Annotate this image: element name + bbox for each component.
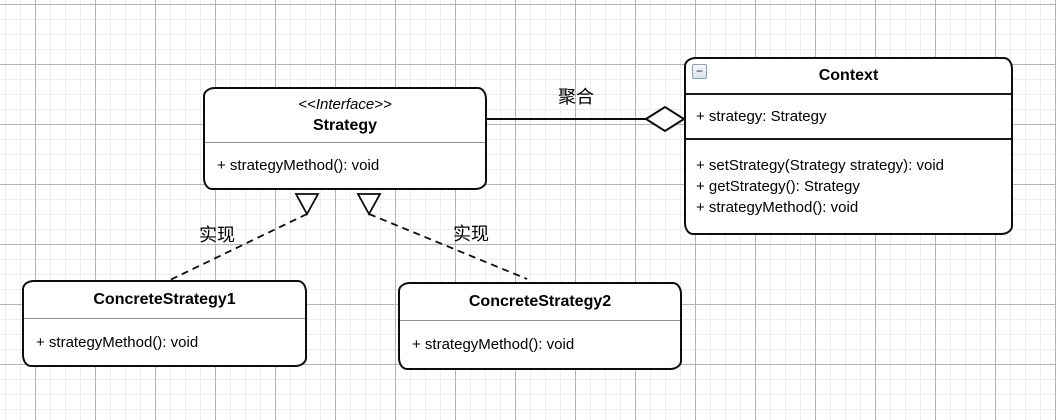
collapse-icon[interactable]: − — [692, 64, 707, 79]
context-class-name: Context — [686, 59, 1011, 93]
class-box-concrete-strategy-1[interactable]: ConcreteStrategy1 + strategyMethod(): vo… — [22, 280, 307, 367]
context-attributes: + strategy: Strategy — [686, 93, 1011, 138]
strategy-stereotype: <<Interface>> — [298, 96, 392, 113]
concrete2-class-name: ConcreteStrategy2 — [400, 284, 680, 320]
realization-line-left[interactable] — [169, 213, 308, 281]
class-title-text: ConcreteStrategy1 — [93, 291, 236, 308]
realization-label-left: 实现 — [199, 225, 235, 245]
strategy-methods: + strategyMethod(): void — [205, 142, 485, 188]
strategy-class-name: Strategy — [312, 117, 378, 134]
realization-triangle-left-icon[interactable] — [294, 193, 320, 216]
method-row: + strategyMethod(): void — [217, 157, 380, 174]
class-box-concrete-strategy-2[interactable]: ConcreteStrategy2 + strategyMethod(): vo… — [398, 282, 682, 370]
concrete1-class-name: ConcreteStrategy1 — [24, 282, 305, 318]
realization-line-right[interactable] — [368, 213, 528, 280]
method-row: + strategyMethod(): void — [696, 199, 859, 216]
aggregation-diamond-icon[interactable] — [644, 105, 686, 133]
class-box-context[interactable]: − Context + strategy: Strategy + setStra… — [684, 57, 1013, 235]
realization-label-right: 实现 — [453, 224, 489, 244]
method-row: + getStrategy(): Strategy — [696, 178, 860, 195]
attribute-row: + strategy: Strategy — [696, 108, 827, 125]
class-title-text: ConcreteStrategy2 — [468, 293, 612, 310]
context-methods: + setStrategy(Strategy strategy): void +… — [686, 138, 1011, 233]
class-box-strategy[interactable]: <<Interface>> Strategy + strategyMethod(… — [203, 87, 487, 190]
concrete1-methods: + strategyMethod(): void — [24, 318, 305, 365]
class-header-strategy: <<Interface>> Strategy — [205, 89, 485, 142]
concrete2-methods: + strategyMethod(): void — [400, 320, 680, 368]
method-row: + strategyMethod(): void — [36, 333, 199, 351]
realization-triangle-right-icon[interactable] — [356, 193, 382, 216]
aggregation-label: 聚合 — [558, 87, 594, 107]
method-row: + setStrategy(Strategy strategy): void — [696, 157, 945, 174]
method-row: + strategyMethod(): void — [412, 336, 575, 353]
class-title-text: Context — [818, 67, 879, 84]
